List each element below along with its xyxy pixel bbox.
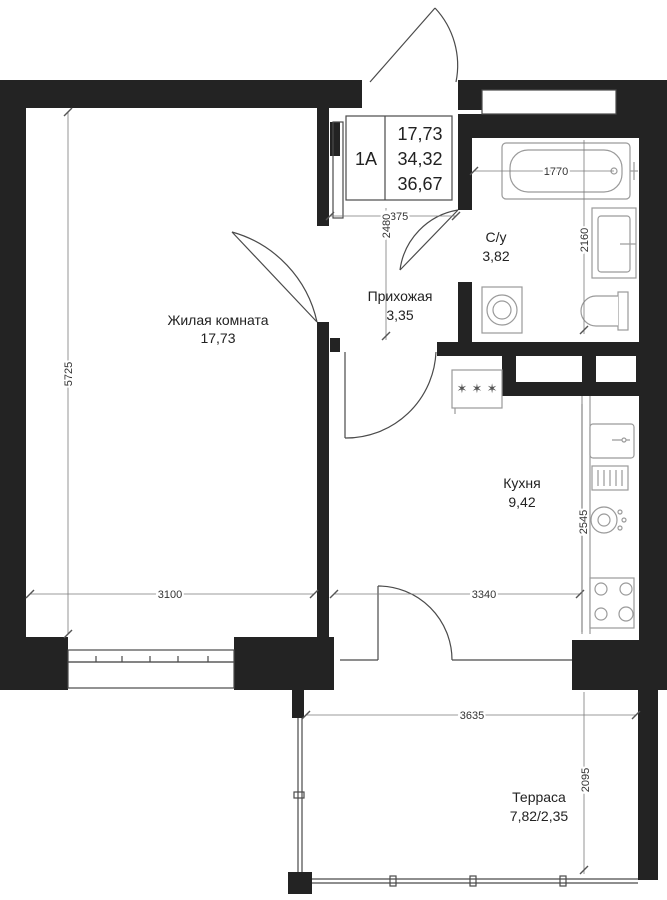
svg-text:✶ ✶ ✶: ✶ ✶ ✶	[457, 382, 498, 397]
dim-kitchen-height: 2545	[578, 510, 590, 534]
dim-kitchen-width: 3340	[472, 589, 496, 601]
dim-living-width: 3100	[158, 589, 182, 601]
dim-hall-width: 1375	[384, 211, 408, 223]
dim-hall-height: 2480	[381, 214, 393, 238]
windows	[67, 89, 638, 887]
walls	[0, 80, 667, 894]
room-hallway-area: 3,35	[386, 307, 413, 323]
room-bathroom-name: С/у	[486, 229, 507, 245]
dim-bath-width: 1770	[544, 166, 568, 178]
kitchen-sink-icon	[589, 423, 635, 459]
stove-icon	[589, 577, 635, 629]
dim-terrace-width: 3635	[460, 710, 484, 722]
dish-drainer-icon	[591, 465, 629, 491]
dimension-labels: 5725 3100 3340 2545 3635 2095 1770 2160 …	[61, 164, 594, 794]
toilet-icon	[580, 291, 629, 331]
room-terrace-name: Терраса	[512, 789, 566, 805]
total-area-value: 34,32	[397, 149, 442, 169]
dim-terrace-height: 2095	[580, 768, 592, 792]
room-terrace-area: 7,82/2,35	[510, 808, 569, 824]
washbasin-icon	[591, 207, 637, 279]
dim-living-height: 5725	[63, 362, 75, 386]
room-bathroom-area: 3,82	[482, 248, 509, 264]
dim-bath-height: 2160	[579, 228, 591, 252]
living-area-value: 17,73	[397, 124, 442, 144]
total-area-terrace-value: 36,67	[397, 174, 442, 194]
washing-machine-icon	[481, 286, 523, 334]
dishwasher-icon	[590, 506, 627, 534]
room-kitchen-name: Кухня	[503, 475, 540, 491]
doors	[231, 7, 572, 661]
room-kitchen-area: 9,42	[508, 494, 535, 510]
apartment-type-label: 1А	[355, 149, 377, 169]
radiator-icon: ✶ ✶ ✶	[451, 369, 503, 414]
info-box: 1А 17,73 34,32 36,67	[345, 115, 453, 201]
room-hallway-name: Прихожая	[368, 288, 433, 304]
room-living-name: Жилая комната	[167, 312, 268, 328]
room-living-area: 17,73	[200, 330, 235, 346]
room-labels: Жилая комната 17,73 Прихожая 3,35 С/у 3,…	[167, 229, 568, 824]
dimension-lines	[25, 107, 641, 875]
